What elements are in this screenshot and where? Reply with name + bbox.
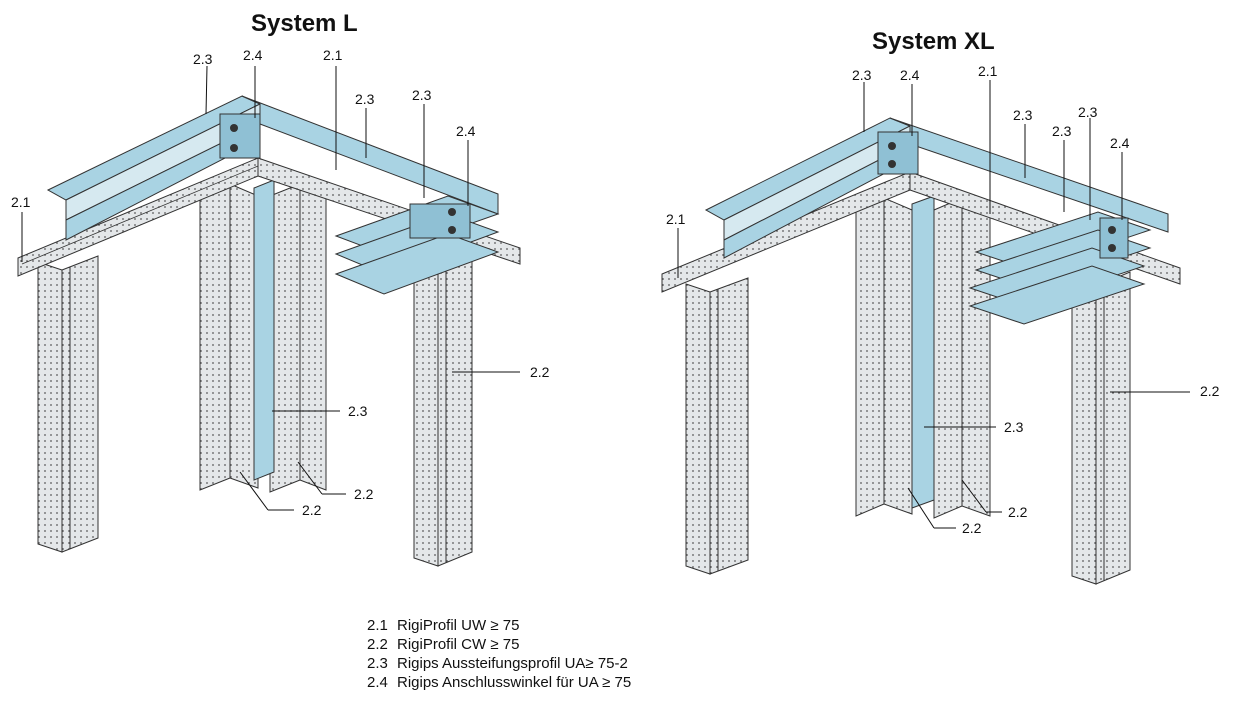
cw-stud-cluster [855, 195, 991, 519]
callout-2-3: 2.3 [1013, 107, 1033, 123]
cw-stud [685, 277, 749, 575]
callout-2-1: 2.1 [978, 63, 998, 79]
callout-2-2: 2.2 [1008, 504, 1028, 520]
system-l-callouts: 2.3 2.4 2.1 2.3 2.3 2.4 2.1 2.2 2.3 2.2 … [11, 47, 550, 518]
callout-2-4: 2.4 [456, 123, 476, 139]
system-l-drawing [17, 95, 521, 567]
callout-2-4: 2.4 [900, 67, 920, 83]
ua-profile [241, 95, 499, 215]
callout-2-4: 2.4 [1110, 135, 1130, 151]
callout-2-3: 2.3 [852, 67, 872, 83]
callout-2-3: 2.3 [1052, 123, 1072, 139]
system-xl-drawing [661, 117, 1181, 585]
callout-2-2: 2.2 [1200, 383, 1220, 399]
angle-bracket [877, 131, 919, 175]
callout-2-3: 2.3 [1078, 104, 1098, 120]
cw-stud [413, 249, 473, 567]
callout-2-2: 2.2 [354, 486, 374, 502]
system-l-title: System L [251, 10, 358, 37]
callout-2-3: 2.3 [412, 87, 432, 103]
callout-2-1: 2.1 [11, 194, 31, 210]
callout-2-4: 2.4 [243, 47, 263, 63]
angle-bracket [219, 113, 261, 159]
callout-2-1: 2.1 [323, 47, 343, 63]
callout-2-1: 2.1 [666, 211, 686, 227]
ua-profile [334, 233, 500, 295]
angle-bracket [1099, 217, 1129, 259]
system-xl-callouts: 2.3 2.4 2.1 2.3 2.3 2.3 2.4 2.1 2.2 2.3 … [666, 63, 1220, 536]
cw-stud [37, 255, 99, 553]
ua-profile [968, 265, 1146, 325]
cw-stud-cluster [199, 179, 327, 493]
angle-bracket [409, 203, 471, 239]
system-xl-title: System XL [872, 28, 995, 55]
callout-2-2: 2.2 [302, 502, 322, 518]
callout-2-2: 2.2 [962, 520, 982, 536]
callout-2-2: 2.2 [530, 364, 550, 380]
callout-2-3: 2.3 [193, 51, 213, 67]
callout-2-3: 2.3 [348, 403, 368, 419]
callout-2-3: 2.3 [355, 91, 375, 107]
callout-2-3: 2.3 [1004, 419, 1024, 435]
cw-stud [1071, 271, 1131, 585]
